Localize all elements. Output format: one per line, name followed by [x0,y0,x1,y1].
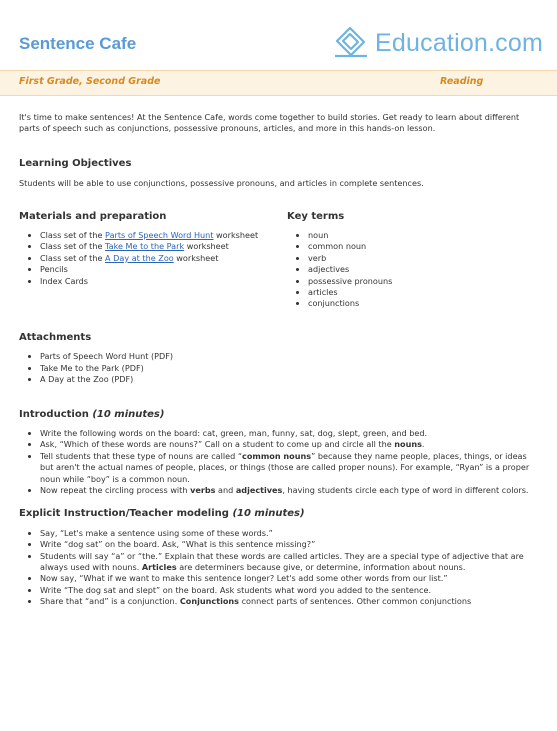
keyterms-heading: Key terms [287,210,345,222]
keyterms-section: Key terms nouncommon nounverbadjectivesp… [287,211,539,310]
grade-level: First Grade, Second Grade [19,76,161,87]
text-run: are determiners because give, or determi… [176,561,466,572]
text-run: and [215,484,236,495]
logo-text: Education.com [375,28,543,57]
materials-heading: Materials and preparation [19,210,167,222]
list-item: adjectives [308,264,539,275]
list-item: Now say, “What if we want to make this s… [40,573,539,584]
explicit-heading: Explicit Instruction/Teacher modeling (1… [19,508,539,519]
explicit-title: Explicit Instruction/Teacher modeling [19,508,229,520]
text-run: Write “The dog sat and slept” on the boa… [40,584,432,595]
introduction-heading: Introduction (10 minutes) [19,409,539,420]
worksheet-link[interactable]: Parts of Speech Word Hunt [105,230,214,241]
text-run: , having students circle each type of wo… [282,484,529,495]
list-item: Tell students that these type of nouns a… [40,451,539,485]
material-text: Class set of the [40,230,106,241]
list-item: Parts of Speech Word Hunt (PDF) [40,351,539,362]
objectives-heading: Learning Objectives [19,157,132,169]
text-run: . [421,439,425,450]
list-item: Class set of the Take Me to the Park wor… [40,241,287,252]
text-run: Tell students that these type of nouns a… [40,450,243,461]
explicit-list: Say, “Let's make a sentence using some o… [19,528,539,608]
text-run: Share that “and” is a conjunction. [40,596,180,607]
materials-list: Class set of the Parts of Speech Word Hu… [19,230,287,287]
materials-section: Materials and preparation Class set of t… [19,211,287,310]
material-text: Index Cards [40,275,89,286]
page-title: Sentence Cafe [19,34,137,53]
material-text: Class set of the [40,252,106,263]
bold-term: nouns [394,439,422,450]
explicit-duration: (10 minutes) [232,508,305,520]
lesson-content: It's time to make sentences! At the Sent… [19,112,539,608]
objectives-text: Students will be able to use conjunction… [19,178,424,189]
text-run: ” because they name people, places, thin… [40,450,530,484]
education-logo[interactable]: Education.com [333,26,543,60]
materials-keyterms: Materials and preparation Class set of t… [19,211,539,310]
list-item: Share that “and” is a conjunction. Conju… [40,596,539,607]
list-item: Ask, “Which of these words are nouns?” C… [40,439,539,450]
list-item: Class set of the A Day at the Zoo worksh… [40,253,287,264]
list-item: noun [308,230,539,241]
text-run: Write the following words on the board: … [40,427,428,438]
worksheet-link[interactable]: A Day at the Zoo [105,252,174,263]
worksheet-link[interactable]: Take Me to the Park [105,241,185,252]
bold-term: adjectives [235,484,283,495]
text-run: Say, “Let's make a sentence using some o… [40,527,273,538]
subject: Reading [440,76,484,87]
introduction-list: Write the following words on the board: … [19,428,539,496]
list-item: Say, “Let's make a sentence using some o… [40,528,539,539]
list-item: Write the following words on the board: … [40,428,539,439]
text-run: Now repeat the circling process with [40,484,191,495]
material-text: Pencils [40,264,68,275]
bold-term: Conjunctions [179,596,239,607]
text-run: Ask, “Which of these words are nouns?” C… [40,439,395,450]
material-suffix: worksheet [184,241,229,252]
list-item: Index Cards [40,276,287,287]
attachments-heading: Attachments [19,331,92,343]
list-item: Pencils [40,264,287,275]
text-run: Students will say “a” or “the.” Explain … [40,550,524,572]
grade-bar: First Grade, Second Grade Reading [0,70,557,96]
material-text: Class set of the [40,241,106,252]
list-item: conjunctions [308,298,539,309]
intro-paragraph: It's time to make sentences! At the Sent… [19,112,520,134]
keyterms-list: nouncommon nounverbadjectivespossessive … [287,230,539,310]
list-item: Write “The dog sat and slept” on the boa… [40,585,539,596]
list-item: verb [308,253,539,264]
list-item: Take Me to the Park (PDF) [40,363,539,374]
material-suffix: worksheet [213,230,259,241]
attachments-list: Parts of Speech Word Hunt (PDF)Take Me t… [19,351,539,385]
list-item: common noun [308,241,539,252]
list-item: Now repeat the circling process with ver… [40,485,539,496]
bold-term: Articles [141,561,177,572]
list-item: Class set of the Parts of Speech Word Hu… [40,230,287,241]
introduction-duration: (10 minutes) [92,408,165,420]
list-item: possessive pronouns [308,276,539,287]
list-item: articles [308,287,539,298]
text-run: Write “dog sat” on the board. Ask, “What… [40,539,316,550]
text-run: Now say, “What if we want to make this s… [40,573,448,584]
logo-tag-icon [335,26,368,58]
material-suffix: worksheet [173,252,219,263]
bold-term: verbs [190,484,216,495]
header: Sentence Cafe Education.com [0,0,557,70]
introduction-title: Introduction [19,408,89,420]
list-item: Students will say “a” or “the.” Explain … [40,551,539,574]
list-item: Write “dog sat” on the board. Ask, “What… [40,539,539,550]
list-item: A Day at the Zoo (PDF) [40,374,539,385]
bold-term: common nouns [242,450,312,461]
text-run: connect parts of sentences. Other common… [239,596,472,607]
